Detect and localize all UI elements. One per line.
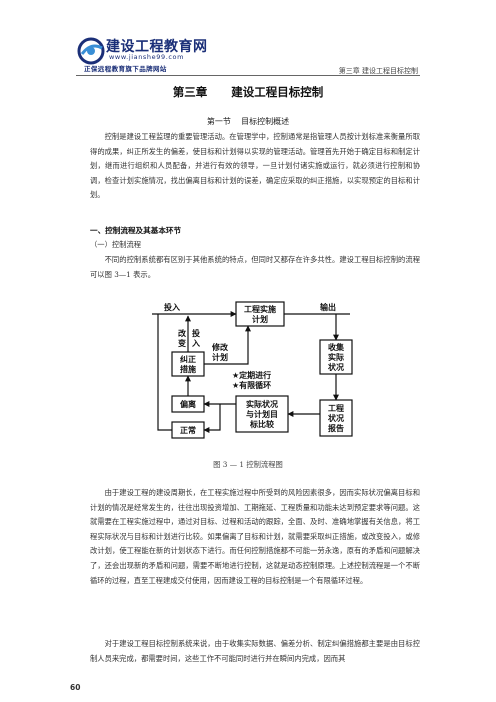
control-flow-diagram: 工程实施 计划 投入 输出 改 变 投 入 纠正 措施 修改 计划 ★定期进行 … <box>152 301 353 439</box>
analysis-paragraph: 由于建设工程的建设周期长，在工程实施过程中所受到的风险因素很多，因而实际状况偏离… <box>90 488 420 585</box>
chapter-title: 第三章 建设工程目标控制 <box>172 85 324 99</box>
label-collect-1: 收集 <box>328 342 345 352</box>
section-title: 第一节 目标控制概述 <box>206 117 290 126</box>
line-normal-loop <box>157 314 172 431</box>
label-modify-2: 计划 <box>212 352 228 362</box>
label-invest-2: 入 <box>191 339 200 348</box>
continuation-paragraph: 对于建设工程目标控制系统来说，由于收集实际数据、偏差分析、制定纠偏措施都主要是由… <box>90 639 420 663</box>
label-corrective-2: 措施 <box>180 364 196 374</box>
label-periodic: ★定期进行 <box>232 370 271 380</box>
box-report <box>319 399 353 437</box>
logo-title: 建设工程教育网 <box>106 39 208 55</box>
page-number: 60 <box>70 683 81 692</box>
figure-caption: 图 3 — 1 控制流程图 <box>213 460 283 469</box>
label-modify-1: 修改 <box>211 342 229 352</box>
label-invest-1: 投 <box>192 328 200 338</box>
label-report-1: 工程 <box>328 403 344 413</box>
label-plan-2: 计划 <box>252 314 268 324</box>
label-deviation: 偏离 <box>180 399 196 409</box>
arrow-modify-plan <box>204 325 251 365</box>
label-change-2: 变 <box>178 338 186 348</box>
label-change-1: 改 <box>178 328 187 338</box>
label-report-2: 状况 <box>328 413 344 423</box>
label-compare-3: 标比较 <box>249 419 274 429</box>
label-collect-3: 状况 <box>328 362 344 372</box>
label-compare-1: 实际状况 <box>246 399 278 409</box>
label-output: 输出 <box>320 302 336 312</box>
logo-slogan: 正保远程教育旗下品牌网站 <box>84 65 167 73</box>
label-report-3: 报告 <box>328 423 344 433</box>
logo-swirl-icon <box>77 37 105 65</box>
label-collect-2: 实际 <box>328 352 344 362</box>
site-logo[interactable]: 建设工程教育网 www.jianshe99.com 正保远程教育旗下品牌网站 <box>76 34 226 73</box>
arrow-to-normal <box>203 404 221 433</box>
heading-control-process: 一、控制流程及其基本环节 <box>90 226 182 235</box>
label-compare-2: 与计划目 <box>246 409 278 419</box>
label-normal: 正常 <box>180 425 196 435</box>
process-intro-paragraph: 不同的控制系统都有区别于其他系统的特点，但同时又都存在许多共性。建设工程目标控制… <box>90 255 420 279</box>
label-input: 投入 <box>164 302 180 312</box>
header-rule <box>76 75 420 76</box>
subheading-control-flow: （一）控制流程 <box>90 240 142 249</box>
label-finite: ★有限循环 <box>232 380 271 390</box>
page-header: 建设工程教育网 www.jianshe99.com 正保远程教育旗下品牌网站 第… <box>0 0 496 80</box>
running-head: 第三章 建设工程目标控制 <box>338 67 418 75</box>
label-corrective-1: 纠正 <box>180 355 196 364</box>
label-plan-1: 工程实施 <box>244 304 276 314</box>
logo-url: www.jianshe99.com <box>109 53 185 61</box>
intro-paragraph: 控制是建设工程监理的重要管理活动。在管理学中，控制通常是指管理人员按计划标准来衡… <box>90 132 420 200</box>
